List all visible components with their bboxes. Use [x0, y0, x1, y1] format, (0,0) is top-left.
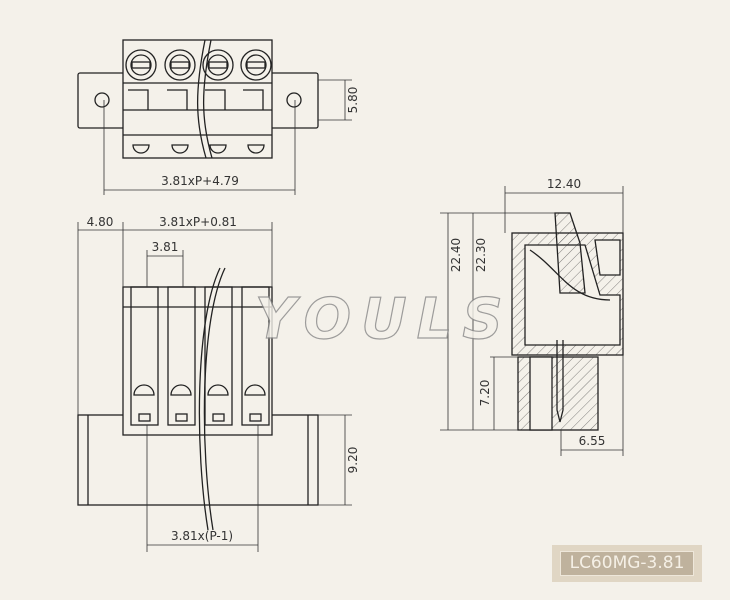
- side-view: [440, 186, 624, 456]
- dim-side-body: 22.30: [474, 238, 488, 272]
- dim-side-width: 12.40: [547, 177, 581, 191]
- front-view: [77, 222, 352, 552]
- dim-pin-length: 7.20: [478, 380, 492, 407]
- watermark-logo: YOULS: [255, 287, 513, 352]
- dim-top-height: 5.80: [346, 87, 360, 114]
- dim-pin-span: 3.81x(P-1): [171, 529, 233, 543]
- dim-flange-height: 9.20: [346, 447, 360, 474]
- dim-side-total: 22.40: [449, 238, 463, 272]
- dim-top-width: 3.81xP+4.79: [161, 174, 239, 188]
- dim-front-width: 3.81xP+0.81: [159, 215, 237, 229]
- top-view: [77, 39, 352, 195]
- dim-pin-offset: 6.55: [579, 434, 606, 448]
- dim-flange: 4.80: [87, 215, 114, 229]
- model-badge: LC60MG-3.81: [552, 545, 702, 582]
- dim-pitch: 3.81: [152, 240, 179, 254]
- model-label: LC60MG-3.81: [560, 551, 694, 576]
